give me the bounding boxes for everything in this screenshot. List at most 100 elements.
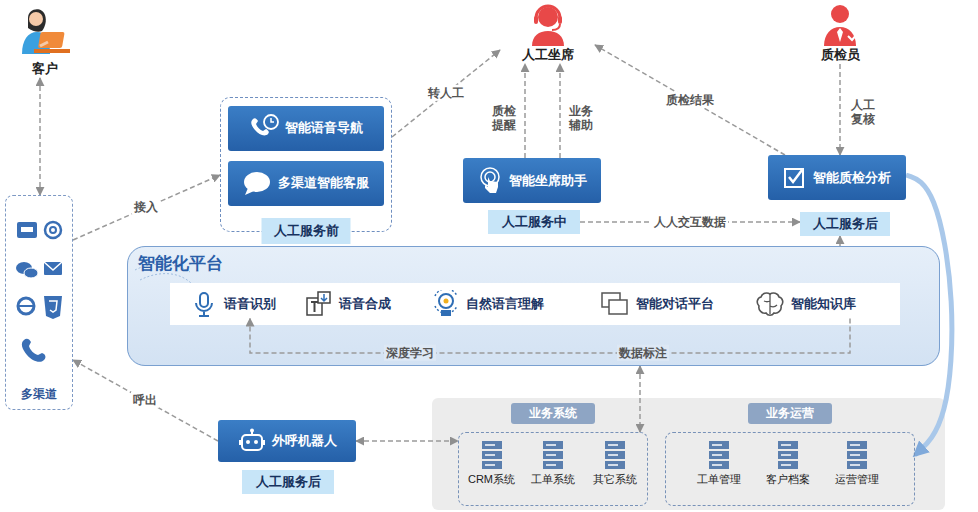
node-icon bbox=[242, 170, 272, 196]
capability-item: 智能知识库 bbox=[755, 289, 856, 319]
service-box: 多渠道智能客服 bbox=[228, 161, 384, 206]
service-box: 智能语音导航 bbox=[228, 106, 384, 151]
edge-label: 业务辅助 bbox=[566, 103, 596, 134]
capability-item: 自然语言理解 bbox=[432, 289, 544, 319]
node-label: 客户 bbox=[32, 60, 58, 78]
node-icon bbox=[845, 440, 869, 470]
node-label: 多渠道智能客服 bbox=[278, 174, 369, 192]
connector bbox=[392, 50, 500, 137]
service-box: 外呼机器人 bbox=[218, 420, 356, 462]
platform-panel: 智能化平台语音识别 语音合成 自然语言理解 智能对话平台 智能知识库 bbox=[127, 246, 940, 366]
customer-figure: 客户 bbox=[13, 2, 77, 78]
node-label: 客户档案 bbox=[766, 472, 810, 487]
node-icon bbox=[14, 2, 76, 60]
group-heading: 业务系统 bbox=[511, 403, 595, 424]
capability-item: 智能对话平台 bbox=[600, 289, 714, 319]
node-label: 工单管理 bbox=[697, 472, 741, 487]
edge-label: 人人交互数据 bbox=[652, 214, 728, 230]
node-icon bbox=[541, 440, 565, 470]
group-heading: 智能化平台 bbox=[138, 252, 223, 275]
node-label: 智能质检分析 bbox=[813, 169, 891, 187]
connector bbox=[39, 78, 41, 195]
system-item: 客户档案 bbox=[759, 440, 817, 487]
node-icon bbox=[190, 290, 218, 318]
connector bbox=[839, 64, 841, 155]
edge-label: 接入 bbox=[132, 199, 160, 215]
system-item: 工单管理 bbox=[690, 440, 748, 487]
stage-tag: 人工服务后 bbox=[242, 470, 334, 494]
edge-label: 人工复核 bbox=[848, 97, 878, 128]
node-icon bbox=[480, 440, 504, 470]
connector bbox=[524, 64, 526, 158]
group-heading: 人工服务前 bbox=[262, 218, 351, 244]
node-icon bbox=[776, 440, 800, 470]
node-label: 人工服务后 bbox=[813, 215, 878, 233]
connector bbox=[839, 236, 841, 246]
node-icon bbox=[783, 166, 807, 190]
node-label: 人工坐席 bbox=[522, 46, 574, 64]
node-label: 自然语言理解 bbox=[466, 295, 544, 313]
capability-item: 语音识别 bbox=[190, 289, 276, 319]
node-icon bbox=[603, 440, 627, 470]
node-label: CRM系统 bbox=[468, 472, 515, 487]
connector bbox=[639, 366, 641, 432]
edge-label: 转人工 bbox=[426, 85, 466, 101]
channel-panel: 多渠道 bbox=[5, 195, 73, 410]
group-heading: 业务运营 bbox=[748, 403, 832, 424]
node-label: 工单系统 bbox=[531, 472, 575, 487]
edge-label: 质检提醒 bbox=[489, 103, 519, 134]
system-item: 工单系统 bbox=[524, 440, 582, 487]
node-label: 人工服务中 bbox=[502, 213, 567, 231]
node-label: 多渠道 bbox=[6, 386, 72, 403]
node-icon bbox=[249, 113, 279, 143]
system-item: CRM系统 bbox=[463, 440, 521, 487]
stage-tag: 人工服务中 bbox=[488, 210, 580, 234]
edge-label: 呼出 bbox=[131, 392, 159, 408]
node-icon bbox=[305, 290, 333, 318]
connector bbox=[73, 360, 218, 441]
node-label: 语音识别 bbox=[224, 295, 276, 313]
node-icon bbox=[707, 440, 731, 470]
connector bbox=[73, 175, 220, 240]
node-label: 智能语音导航 bbox=[285, 119, 363, 137]
node-icon bbox=[600, 290, 630, 318]
node-icon bbox=[477, 167, 503, 195]
node-label: 智能坐席助手 bbox=[509, 172, 587, 190]
node-icon bbox=[755, 291, 785, 317]
system-group: 业务运营工单管理客户档案运营管理 bbox=[665, 432, 915, 506]
node-label: 运营管理 bbox=[835, 472, 879, 487]
backend-panel bbox=[432, 398, 945, 510]
node-icon bbox=[432, 290, 460, 318]
service-box: 智能质检分析 bbox=[768, 155, 906, 200]
node-icon bbox=[238, 428, 266, 454]
connector bbox=[906, 175, 952, 455]
connector bbox=[250, 319, 850, 354]
note-label: 深度学习 bbox=[384, 345, 436, 361]
edge-label: 数据标注 bbox=[617, 345, 669, 361]
node-icon bbox=[820, 2, 860, 46]
node-label: 智能对话平台 bbox=[636, 295, 714, 313]
node-icon bbox=[526, 2, 570, 46]
node-label: 人工服务后 bbox=[256, 473, 321, 491]
node-label: 其它系统 bbox=[593, 472, 637, 487]
connector bbox=[559, 64, 561, 158]
capability-item: 语音合成 bbox=[305, 289, 391, 319]
system-item: 运营管理 bbox=[828, 440, 886, 487]
edge-label: 质检结果 bbox=[664, 92, 716, 108]
node-label: 语音合成 bbox=[339, 295, 391, 313]
node-label: 智能知识库 bbox=[791, 295, 856, 313]
capability-band bbox=[170, 283, 900, 325]
system-group: 业务系统CRM系统工单系统其它系统 bbox=[458, 432, 648, 506]
channel-icons bbox=[16, 222, 62, 362]
stage-tag: 人工服务后 bbox=[800, 212, 890, 236]
node-label: 质检员 bbox=[821, 46, 860, 64]
inspector-figure: 质检员 bbox=[800, 2, 880, 64]
agent-figure: 人工坐席 bbox=[500, 2, 595, 64]
service-box: 智能坐席助手 bbox=[463, 158, 601, 203]
system-item: 其它系统 bbox=[586, 440, 644, 487]
platform-ground bbox=[127, 246, 940, 366]
connector bbox=[595, 45, 785, 155]
connector bbox=[356, 440, 458, 442]
node-label: 外呼机器人 bbox=[272, 432, 337, 450]
stage-group: 人工服务前智能语音导航多渠道智能客服 bbox=[220, 97, 392, 232]
